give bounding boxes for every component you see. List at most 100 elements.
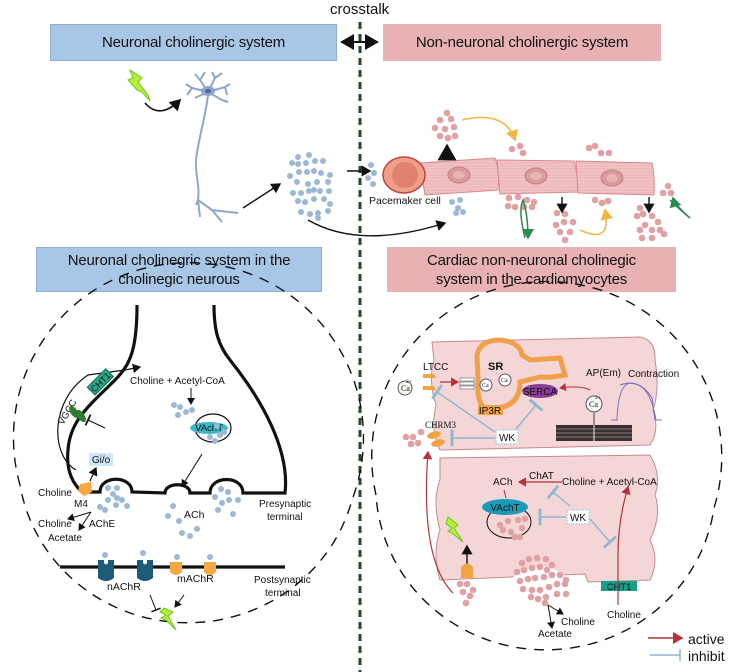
m4-label: M4 — [74, 499, 88, 510]
molecule-dot — [460, 209, 466, 215]
molecule-dot — [102, 552, 108, 558]
molecule-dot — [207, 554, 213, 560]
svg-text:Ca: Ca — [501, 378, 508, 384]
nachr-label: nAChR — [107, 581, 141, 593]
header-neuronal-detail: Neuronal cholinegric system in the choli… — [36, 247, 322, 292]
molecule-dot — [553, 590, 561, 598]
ach-extracellular — [456, 580, 477, 607]
molecule-dot — [105, 497, 111, 503]
molecule-dot — [585, 144, 593, 152]
ache-to-choline-arrow — [67, 511, 92, 522]
legend: active inhibit — [648, 631, 725, 664]
svg-text:Ca: Ca — [482, 383, 489, 389]
postsynaptic-label: Postsynaptic — [254, 575, 311, 586]
molecule-dot — [447, 115, 455, 123]
molecule-dot — [315, 215, 321, 221]
header-cardiac-detail: Cardiac non-neuronal cholinegic system i… — [387, 247, 676, 292]
chat-label: ChAT — [529, 471, 554, 482]
neuron-zoom-circle — [12, 261, 365, 624]
molecule-dot — [303, 160, 309, 166]
hydrolysis-to-choline-arrow — [547, 604, 564, 615]
svg-text:Ca: Ca — [589, 400, 598, 409]
calcium-ion-cytosol: Ca 2+ — [585, 395, 603, 413]
choline-label-ache: Choline — [38, 519, 72, 530]
molecule-dot — [436, 116, 444, 124]
molecule-dot — [431, 124, 439, 132]
svg-text:2+: 2+ — [406, 379, 412, 385]
molecule-dot — [294, 179, 300, 185]
wk-inhibit-chat — [546, 484, 571, 507]
autocrine-arrow-2 — [670, 198, 691, 219]
molecule-dot — [459, 588, 467, 596]
molecule-dot — [525, 555, 533, 563]
molecule-dot — [444, 134, 452, 142]
ach-vesicle-cluster — [287, 152, 466, 221]
ap-em-label: AP(Em) — [586, 368, 621, 379]
molecule-dot — [287, 173, 293, 179]
muscarinic-receptor-lower — [461, 563, 473, 578]
wk-inhibit-cht1 — [589, 518, 618, 549]
paracrine-arrow-1 — [461, 116, 519, 142]
cardiac-zoom-circle — [371, 280, 723, 651]
molecule-dot — [320, 158, 326, 164]
molecule-dot — [513, 568, 521, 576]
cardiomyocyte-lower — [435, 454, 659, 583]
chrm3-label: CHRM3 — [425, 420, 457, 430]
stimulus-lightning-icon — [127, 68, 151, 102]
molecule-dot — [174, 554, 180, 560]
molecule-dot — [321, 196, 327, 202]
molecule-dot — [327, 172, 333, 178]
molecule-dot — [516, 577, 524, 585]
molecule-dot — [536, 563, 544, 571]
molecule-dot — [598, 199, 606, 207]
molecule-dot — [414, 439, 422, 447]
molecule-dot — [305, 181, 311, 187]
molecule-dot — [298, 209, 304, 215]
molecule-dot — [170, 503, 176, 509]
molecule-dot — [553, 580, 561, 588]
molecule-dot — [508, 145, 516, 153]
molecule-dot — [505, 194, 513, 202]
molecule-dot — [298, 190, 304, 196]
molecule-dot — [187, 533, 193, 539]
molecule-dot — [527, 593, 535, 601]
molecule-dot — [562, 590, 570, 598]
molecule-dot — [591, 196, 599, 204]
molecule-dot — [533, 554, 541, 562]
molecule-dot — [543, 566, 551, 574]
ip3r-box — [478, 405, 503, 415]
serca-label: SERCA — [523, 387, 558, 398]
molecule-dot — [561, 580, 569, 588]
cht1-arrow — [124, 363, 142, 374]
molecule-dot — [463, 580, 471, 588]
molecule-dot — [119, 497, 125, 503]
molecule-dot — [591, 142, 599, 150]
molecule-dot — [212, 494, 218, 500]
postsynaptic-response-lightning-icon — [159, 607, 177, 631]
calcium-ion-sr-1: Ca — [479, 378, 493, 392]
molecule-dot — [664, 182, 672, 190]
molecule-dot — [536, 586, 544, 594]
choline-acetylcoa-label: Choline + Acetyl-CoA — [130, 376, 225, 387]
molecule-dot — [327, 201, 333, 207]
molecule-dot — [449, 199, 455, 205]
svg-text:WK: WK — [499, 433, 515, 444]
molecule-dot — [218, 486, 224, 492]
nachr-receptors — [98, 560, 153, 581]
molecule-dot — [453, 210, 459, 216]
molecule-dot — [140, 550, 146, 556]
header-neuronal-system: Neuronal cholinergic system — [50, 24, 337, 61]
molecule-dot — [113, 502, 119, 508]
molecule-dot — [569, 218, 577, 226]
molecule-dot — [530, 198, 538, 206]
molecule-dot — [520, 566, 528, 574]
molecule-dot — [325, 179, 331, 185]
molecule-dot — [295, 161, 301, 167]
molecule-dot — [306, 152, 312, 158]
molecule-dot — [114, 495, 120, 501]
svg-text:Ca: Ca — [401, 384, 410, 393]
molecule-dot — [659, 189, 667, 197]
ach-molecules — [97, 402, 241, 560]
molecule-dot — [171, 402, 177, 408]
molecule-dot — [466, 592, 474, 600]
